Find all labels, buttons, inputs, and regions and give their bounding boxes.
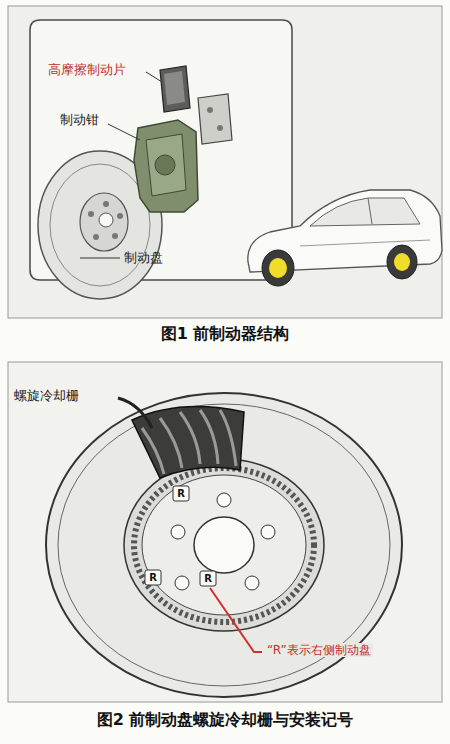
brake-caliper [134, 120, 198, 212]
disc-teeth [134, 468, 314, 622]
bolt-hole [217, 493, 231, 507]
cooling-vanes [142, 410, 236, 474]
figure-frame [8, 362, 442, 702]
leader-line [108, 124, 140, 140]
car-wheel [262, 250, 294, 286]
car-wheel [394, 253, 410, 271]
car-window [310, 198, 420, 226]
car-wheel [269, 258, 287, 278]
disc-hub [142, 475, 306, 615]
figure-caption: 图2 前制动盘螺旋冷却栅与安装记号 [97, 710, 354, 729]
mark-square [200, 571, 216, 586]
leader-line [210, 588, 262, 652]
disc-hub [80, 193, 128, 251]
car-wheel [387, 245, 417, 279]
bolt-hole [103, 201, 109, 207]
disc-hat [124, 459, 324, 631]
disc-hub [99, 213, 113, 227]
brake-disc [46, 393, 402, 697]
brake-disc [58, 404, 390, 686]
mark-square [173, 486, 189, 501]
brake-caliper [155, 155, 175, 175]
brake-disc [50, 164, 150, 286]
brake-pad [217, 125, 223, 131]
figure-caption: 图1 前制动器结构 [161, 324, 290, 343]
part-label: 高摩擦制动片 [48, 62, 126, 78]
brake-caliper [146, 134, 186, 196]
brake-pad [198, 94, 232, 144]
car-body [300, 240, 430, 246]
part-label: 螺旋冷却栅 [14, 388, 79, 404]
bolt-hole [112, 233, 118, 239]
mark-letter: R [204, 573, 212, 585]
bolt-hole [93, 234, 99, 240]
mark-square [145, 570, 161, 585]
mark-letter: R [149, 572, 157, 584]
leader-line [118, 398, 152, 428]
bolt-hole [88, 211, 94, 217]
bolt-hole [117, 213, 123, 219]
bolt-hole [261, 525, 275, 539]
cooling-vanes [132, 407, 244, 478]
brake-pad [164, 71, 185, 105]
brake-pad [160, 66, 190, 112]
brake-pad [207, 107, 213, 113]
mark-letter: R [177, 488, 185, 500]
part-label: 制动盘 [124, 250, 163, 266]
figure-frame [8, 6, 442, 318]
bolt-hole [245, 576, 259, 590]
bolt-hole [175, 576, 189, 590]
disc-center-hole [194, 517, 254, 573]
part-label: 制动钳 [60, 112, 99, 128]
leader-line [146, 72, 162, 82]
bolt-hole [171, 525, 185, 539]
leader-line [80, 258, 120, 259]
note-label: “R”表示右侧制动盘 [265, 643, 373, 657]
car-body [368, 198, 372, 224]
